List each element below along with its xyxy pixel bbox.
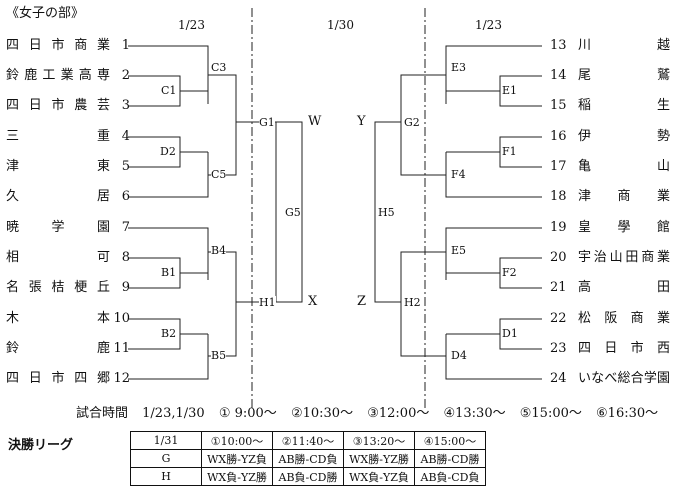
match-label-h5: H5 xyxy=(378,206,395,219)
table-cell: AB負-CD勝 xyxy=(272,467,344,486)
table-cell: AB負-CD負 xyxy=(414,467,486,486)
match-label-c1: C1 xyxy=(161,84,177,97)
block-label-w: W xyxy=(308,114,322,129)
match-label-e1: E1 xyxy=(502,84,518,97)
match-label-h2: H2 xyxy=(404,296,421,309)
match-label-c5: C5 xyxy=(211,168,227,181)
block-label-z: Z xyxy=(357,294,367,309)
block-label-x: X xyxy=(308,294,318,309)
block-label-y: Y xyxy=(357,114,366,129)
table-cell: WX勝-YZ勝 xyxy=(343,449,415,468)
header-cell: ③13:20～ xyxy=(343,431,415,450)
table-cell: WX負-YZ勝 xyxy=(201,467,273,486)
match-label-b2: B2 xyxy=(161,327,177,340)
match-label-e5: E5 xyxy=(451,244,467,257)
table-row: H WX負-YZ勝 AB負-CD勝 WX負-YZ負 AB負-CD負 xyxy=(130,467,486,486)
table-cell: WX負-YZ負 xyxy=(343,467,415,486)
match-label-b4: B4 xyxy=(211,244,227,257)
time-slot: ③12:00～ xyxy=(367,406,430,421)
times-dates: 1/23,1/30 xyxy=(142,406,205,421)
table-header-row: 1/31 ①10:00～ ②11:40～ ③13:20～ ④15:00～ xyxy=(130,431,486,450)
header-cell: ①10:00～ xyxy=(201,431,273,450)
match-label-g1: G1 xyxy=(259,116,275,129)
header-cell: 1/31 xyxy=(130,431,202,450)
times-label: 試合時間 xyxy=(76,406,129,421)
final-league-table: 1/31 ①10:00～ ②11:40～ ③13:20～ ④15:00～ G W… xyxy=(130,431,486,486)
table-cell: AB勝-CD負 xyxy=(272,449,344,468)
match-label-g2: G2 xyxy=(404,116,420,129)
match-label-d1: D1 xyxy=(502,327,518,340)
table-cell: H xyxy=(130,467,202,486)
table-row: G WX勝-YZ負 AB勝-CD負 WX勝-YZ勝 AB勝-CD勝 xyxy=(130,449,486,468)
match-label-c3: C3 xyxy=(211,61,227,74)
match-times: 試合時間 1/23,1/30 ① 9:00～ ②10:30～ ③12:00～ ④… xyxy=(76,402,668,421)
header-cell: ②11:40～ xyxy=(272,431,344,450)
final-league-title: 決勝リーグ xyxy=(8,438,74,453)
time-slot: ⑥16:30～ xyxy=(596,406,659,421)
table-cell: WX勝-YZ負 xyxy=(201,449,273,468)
table-cell: G xyxy=(130,449,202,468)
match-label-f4: F4 xyxy=(451,168,466,181)
time-slot: ④13:30～ xyxy=(443,406,506,421)
match-label-b1: B1 xyxy=(161,266,177,279)
table-cell: AB勝-CD勝 xyxy=(414,449,486,468)
header-cell: ④15:00～ xyxy=(414,431,486,450)
match-label-g5: G5 xyxy=(285,206,301,219)
match-label-d2: D2 xyxy=(160,145,176,158)
date-left: 1/23 xyxy=(178,18,205,32)
time-slot: ②10:30～ xyxy=(290,406,354,421)
section-title: 《女子の部》 xyxy=(6,6,85,21)
match-label-b5: B5 xyxy=(211,349,227,362)
match-label-d4: D4 xyxy=(451,349,467,362)
match-label-e3: E3 xyxy=(451,61,467,74)
match-label-f2: F2 xyxy=(502,266,517,279)
match-label-f1: F1 xyxy=(502,145,517,158)
date-center: 1/30 xyxy=(327,18,354,32)
time-slot: ① 9:00～ xyxy=(218,406,277,421)
time-slot: ⑤15:00～ xyxy=(519,406,582,421)
date-right: 1/23 xyxy=(475,18,502,32)
match-label-h1: H1 xyxy=(259,296,276,309)
